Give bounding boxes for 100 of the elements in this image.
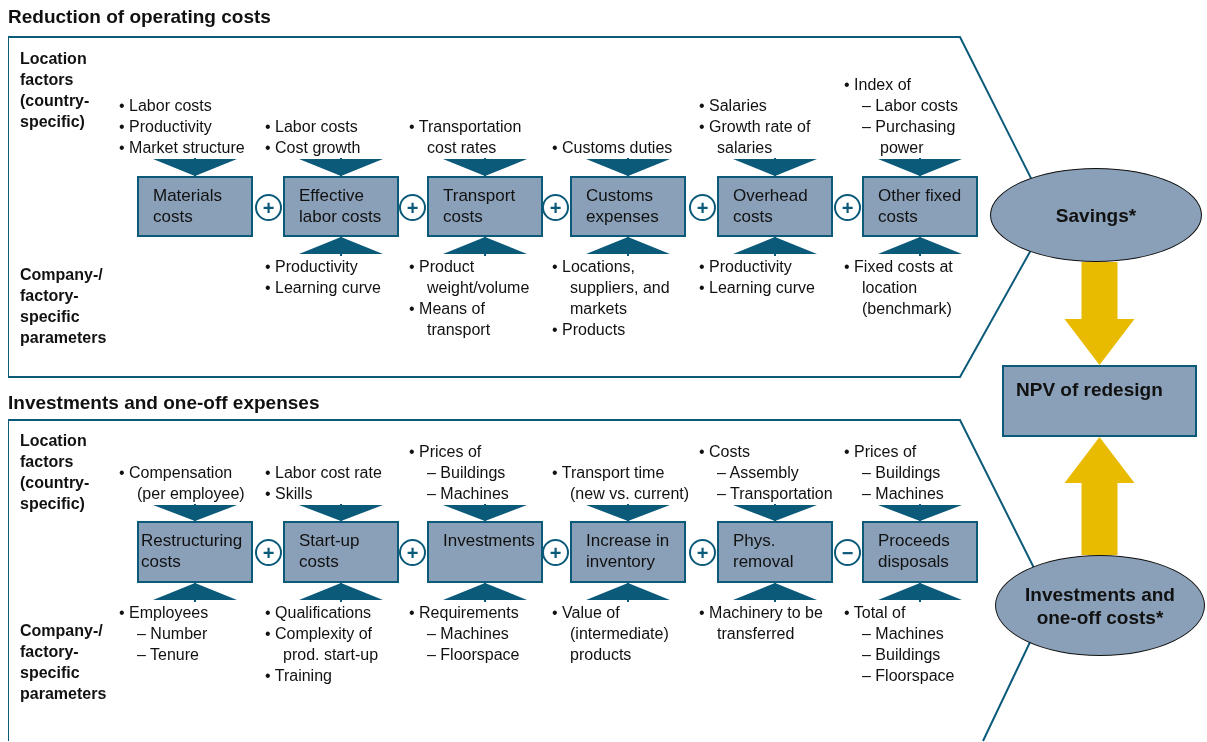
cost-box: Proceeds disposals [862,521,978,583]
cost-box: Materials costs [137,176,253,237]
wedge-arrow [733,582,817,603]
operator-circle: + [834,194,861,221]
bullet-item: • Productivity [699,257,793,277]
wedge-arrow [443,236,527,257]
bullet-item: • Products [552,320,627,340]
wedge-arrow [586,503,670,522]
cost-box: Effective labor costs [283,176,399,237]
row-label: Company-/factory-specific parameters [20,621,108,704]
section-heading: Investments and one-off expenses [8,392,320,414]
wedge-arrow [878,503,962,522]
bullet-item: • Productivity [119,117,213,137]
bullet-item: • Skills [265,484,314,504]
bullet-item: • Employees [119,603,210,623]
section-heading: Reduction of operating costs [8,6,271,28]
bullet-item: • Prices of [844,442,918,462]
bullet-item: • Index of [844,75,912,95]
wedge-arrow [443,582,527,603]
operator-circle: + [255,539,282,566]
bullet-item: – Floorspace [426,645,521,665]
wedge-arrow [299,236,383,257]
bullet-item: – Labor costs [861,96,960,116]
row-label: Company-/factory-specific parameters [20,265,108,348]
wedge-arrow [299,582,383,603]
wedge-arrow [443,503,527,522]
bullet-item: – Buildings [861,645,942,665]
wedge-arrow [299,157,383,177]
bullet-item: • Cost growth [265,138,362,158]
cost-box: Phys. removal [717,521,833,583]
wedge-arrow [878,236,962,257]
bullet-item: • Training [265,666,333,686]
wedge-arrow [443,157,527,177]
cost-box: Start-up costs [283,521,399,583]
wedge-arrow [586,157,670,177]
operator-circle: − [834,539,861,566]
bullet-item: • Labor costs [265,117,359,137]
operator-circle: + [689,539,716,566]
bullet-item: • Customs duties [552,138,674,158]
bullet-item: – Machines [861,484,945,504]
cost-box: Increase in inventory [570,521,686,583]
bullet-item: – Assembly [716,463,800,483]
bullet-item: • Market structure [119,138,246,158]
bullet-item: • Machinery to be transferred [699,603,824,644]
cost-box: Investments [427,521,543,583]
result-ellipse: Savings* [990,168,1202,262]
cost-box: Transport costs [427,176,543,237]
bullet-item: • Requirements [409,603,520,623]
bullet-item: • Growth rate of salaries [699,117,812,158]
operator-circle: + [542,194,569,221]
bullet-item: – Purchasing power [861,117,957,158]
operator-circle: + [399,539,426,566]
operator-circle: + [689,194,716,221]
bullet-item: • Labor costs [119,96,213,116]
block-arrow [1064,437,1135,555]
wedge-arrow [733,157,817,177]
wedge-arrow [586,582,670,603]
bullet-item: • Costs [699,442,751,462]
cost-box: Customs expenses [570,176,686,237]
bullet-item: • Learning curve [699,278,816,298]
bullet-item: • Locations, suppliers, and markets [552,257,671,319]
wedge-arrow [153,582,237,603]
result-ellipse: Investments and one-off costs* [995,555,1205,656]
bullet-item: – Buildings [426,463,507,483]
bullet-item: – Machines [426,484,510,504]
wedge-arrow [733,503,817,522]
bullet-item: – Floorspace [861,666,956,686]
wedge-arrow [299,503,383,522]
row-label: Location factors (country-specific) [20,431,91,514]
bullet-item: • Qualifications [265,603,373,623]
wedge-arrow [153,503,237,522]
block-arrow [1064,262,1135,365]
wedge-arrow [733,236,817,257]
cost-box: Other fixed costs [862,176,978,237]
bullet-item: • Learning curve [265,278,382,298]
wedge-arrow [878,157,962,177]
bullet-item: • Fixed costs at location (benchmark) [844,257,954,319]
bullet-item: • Productivity [265,257,359,277]
bullet-item: – Buildings [861,463,942,483]
wedge-arrow [878,582,962,603]
operator-circle: + [399,194,426,221]
bullet-item: • Labor cost rate [265,463,383,483]
row-label: Location factors (country-specific) [20,49,91,132]
bullet-item: • Means of transport [409,299,492,340]
bullet-item: – Machines [426,624,510,644]
operator-circle: + [542,539,569,566]
operator-circle: + [255,194,282,221]
bullet-item: – Tenure [136,645,200,665]
bullet-item: • Salaries [699,96,768,116]
wedge-arrow [586,236,670,257]
bullet-item: – Machines [861,624,945,644]
result-box: NPV of redesign [1002,365,1197,437]
bullet-item: • Total of [844,603,907,623]
bullet-item: – Transportation [716,484,834,504]
bullet-item: • Compensation (per employee) [119,463,246,504]
bullet-item: • Prices of [409,442,483,462]
bullet-item: • Complexity of prod. start-up [265,624,380,665]
wedge-arrow [153,157,237,177]
bullet-item: • Product weight/volume [409,257,531,298]
bullet-item: • Transport time (new vs. current) [552,463,691,504]
